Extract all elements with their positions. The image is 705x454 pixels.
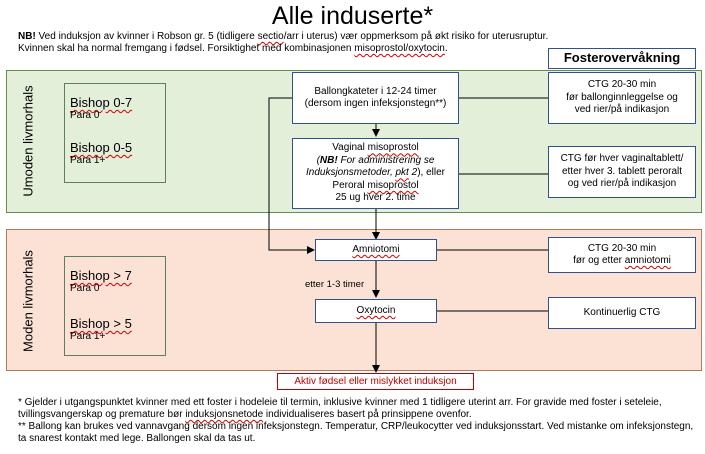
nb-admin-line: (NB! For administrering se	[316, 154, 435, 166]
ctg-amniotomi-box: CTG 20-30 min før og etter amniotomi	[548, 237, 696, 273]
ctg-ballong-line: før ballonginnleggelse og	[566, 91, 678, 103]
peroral-text: Peroral	[332, 179, 368, 191]
para-label: Para 0	[70, 283, 100, 294]
ctg-ballong-line: CTG 20-30 min	[587, 79, 657, 91]
ctg-amniotomi-line-1: CTG 20-30 min	[587, 242, 657, 254]
oxytocin-label: Oxytocin	[356, 304, 396, 316]
footnote-1-squig: induksjonsnetode	[185, 409, 264, 420]
footnote-1: * Gjelder i utgangspunktet kvinner med e…	[18, 397, 698, 421]
vaginal-pkt: pkt	[395, 167, 409, 179]
footnote-2: ** Ballong kan brukes ved vannavgang der…	[18, 421, 694, 444]
ctg-vaginal-box: CTG før hver vaginaltablett/ etter hver …	[548, 146, 696, 198]
amniotomi-box: Amniotomi	[315, 239, 437, 261]
peroral-line: Peroral misoprostol	[332, 180, 418, 193]
nb-note-line-1: NB! Ved induksjon av kvinner i Robson gr…	[18, 31, 548, 43]
ctg-oxytocin-box: Kontinuerlig CTG	[548, 297, 696, 329]
para-label: Para 0	[70, 110, 100, 121]
vaginal-line: Vaginal misoprostol	[332, 142, 419, 155]
bishop-moden-item: Bishop > 7 Para 0	[70, 268, 132, 295]
nb2-misoprostol-oxytocin: misoprostol/oxytocin	[354, 43, 445, 54]
nb2-text-a: Kvinnen skal ha normal fremgang i fødsel…	[18, 43, 355, 54]
ctg-amniotomi-line-2: før og etter amniotomi	[573, 255, 671, 268]
ctg-vaginal-line: etter hver 3. tablett peroralt	[561, 165, 683, 177]
ctg-ballong-box: CTG 20-30 min før ballonginnleggelse og …	[548, 72, 696, 124]
vaginal-nb: NB!	[319, 154, 338, 166]
ballong-line-1: Ballongkateter i 12-24 timer	[314, 85, 437, 97]
result-box: Aktiv fødsel eller mislykket induksjon	[277, 373, 474, 390]
amniotomi-label: Amniotomi	[352, 243, 400, 255]
peroral-misoprostol: misoprostol	[367, 179, 419, 191]
vaginal-italic-2c: 2	[408, 167, 418, 179]
page-title: Alle induserte*	[271, 2, 434, 30]
nb-sectio: sectio	[257, 31, 284, 42]
para-label: Para 1+	[70, 155, 106, 166]
nb-text-a: Ved induksjon av kvinner i Robson gr. 5 …	[35, 31, 258, 42]
dose-line: 25 ug hver 2. time	[335, 192, 416, 204]
vaginal-text: Vaginal	[332, 142, 368, 154]
ctg-amniotomi-word: amniotomi	[624, 255, 671, 266]
oxytocin-box: Oxytocin	[315, 299, 437, 323]
arrow-bypass-amniotomi	[268, 97, 315, 254]
interval-label: etter 1-3 timer	[305, 279, 365, 290]
fosterovervakning-header: Fosterovervåkning	[548, 48, 696, 69]
nb-note-line-2: Kvinnen skal ha normal fremgang i fødsel…	[18, 43, 448, 55]
bishop-label: Bishop > 7	[70, 268, 132, 283]
footnote-1-a: * Gjelder i utgangspunktet kvinner med e…	[18, 397, 662, 420]
misoprostol-box: Vaginal misoprostol (NB! For administrer…	[292, 138, 459, 209]
bishop-umoden-item: Bishop 0-7 Para 0	[70, 95, 132, 122]
ctg-vaginal-line: CTG før hver vaginaltablett/	[560, 153, 684, 165]
ballong-line-2: (dersom ingen infeksjonstegn**)	[304, 98, 447, 109]
footnote-1-b: individualiseres basert på prinsippene o…	[263, 409, 472, 420]
vaginal-italic-2a: Induksjonsmetoder,	[306, 167, 396, 179]
induksjonsmetoder-line: Induksjonsmetoder, pkt 2), eller	[306, 167, 445, 180]
vaginal-tail: ), eller	[417, 167, 445, 179]
vaginal-misoprostol: misoprostol	[367, 142, 419, 154]
ctg-amniotomi-text: før og etter	[573, 255, 625, 266]
bishop-umoden-item: Bishop 0-5 Para 1+	[70, 140, 132, 167]
nb2-text-b: .	[444, 43, 448, 54]
para-label: Para 1+	[70, 331, 106, 342]
footnotes: * Gjelder i utgangspunktet kvinner med e…	[18, 397, 698, 445]
ballongkateter-box: Ballongkateter i 12-24 timer (dersom ing…	[292, 72, 459, 124]
nb-marker: NB!	[18, 31, 36, 42]
bishop-umoden-box: Bishop 0-7 Para 0 Bishop 0-5 Para 1+	[64, 83, 166, 183]
bishop-label: Bishop 0-7	[70, 95, 133, 110]
bishop-label: Bishop > 5	[70, 316, 132, 331]
ctg-vaginal-line: og ved rier/på indikasjon	[567, 178, 677, 190]
bishop-label: Bishop 0-5	[70, 140, 133, 155]
bishop-moden-item: Bishop > 5 Para 1+	[70, 316, 132, 343]
bishop-moden-box: Bishop > 7 Para 0 Bishop > 5 Para 1+	[64, 256, 166, 356]
nb-text-b: /arr i uterus) vær oppmerksom på økt ris…	[283, 31, 549, 42]
vaginal-italic-1: For administrering se	[337, 154, 435, 166]
ctg-ballong-line: ved rier/på indikasjon	[574, 104, 670, 116]
ctg-oxytocin-label: Kontinuerlig CTG	[583, 306, 661, 318]
